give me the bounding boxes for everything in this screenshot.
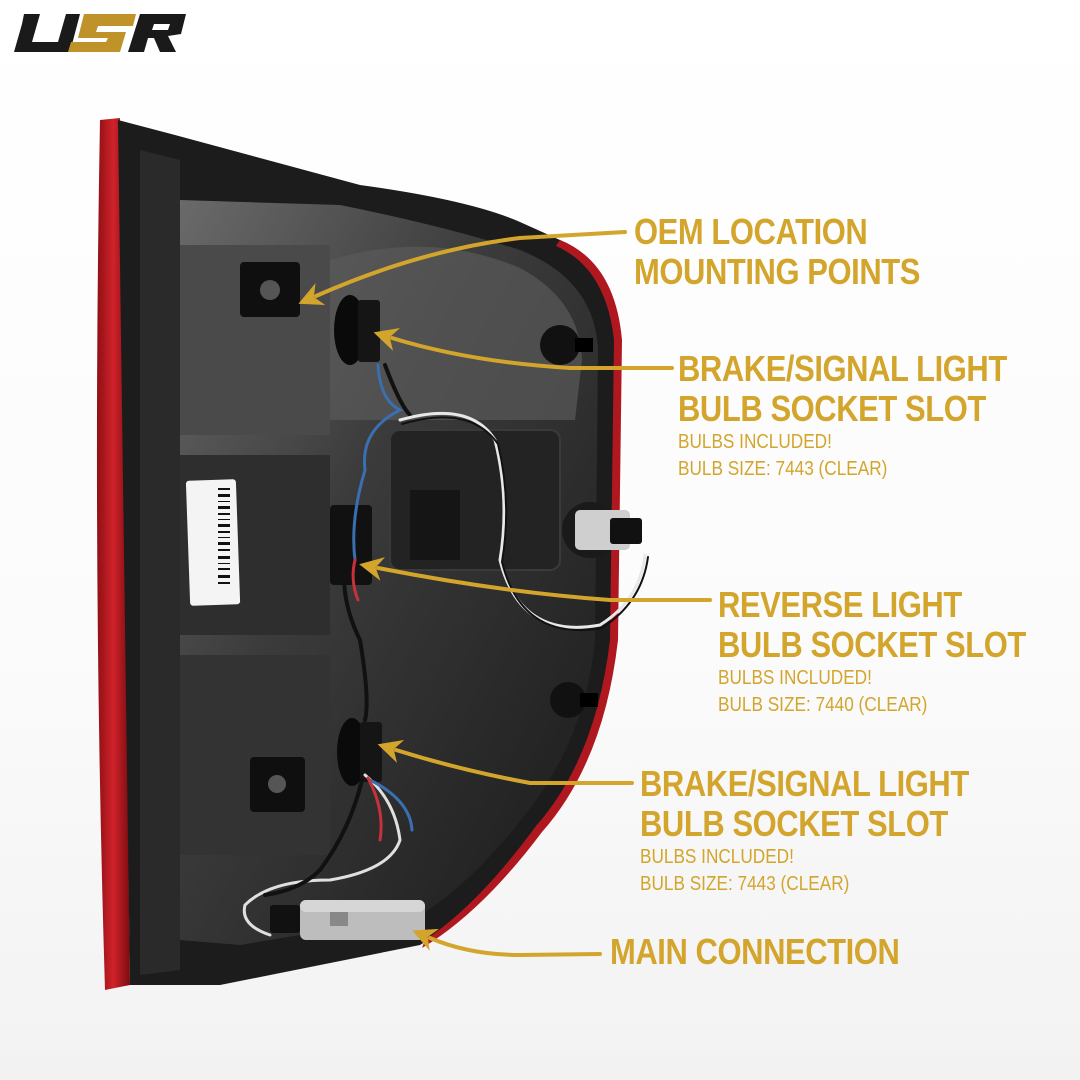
logo-letter-r	[128, 14, 186, 52]
wiring-harness	[242, 363, 649, 937]
callout-detail: BULBS INCLUDED!	[718, 667, 872, 689]
callout-lower-brake-signal-socket: BRAKE/SIGNAL LIGHT BULB SOCKET SLOT BULB…	[640, 764, 1022, 898]
lower-mount-point	[250, 757, 305, 812]
lower-bulb-socket	[337, 718, 382, 786]
callout-title: BULB SOCKET SLOT	[640, 803, 948, 844]
callout-title: MAIN CONNECTION	[610, 931, 900, 972]
main-connector	[270, 900, 425, 940]
callout-detail: BULB SIZE: 7443 (CLEAR)	[640, 873, 850, 895]
frame-left	[140, 150, 180, 975]
logo-letter-s	[68, 14, 136, 52]
callout-title: BULB SOCKET SLOT	[718, 624, 1026, 665]
callout-title: BULB SOCKET SLOT	[678, 388, 986, 429]
lower-bulb-chamber	[180, 655, 330, 855]
side-marker-socket	[562, 502, 642, 558]
middle-bulb-socket	[330, 505, 372, 585]
callout-upper-brake-signal-socket: BRAKE/SIGNAL LIGHT BULB SOCKET SLOT BULB…	[678, 349, 1060, 483]
upper-mount-point	[240, 262, 300, 317]
callout-title: BRAKE/SIGNAL LIGHT	[640, 763, 969, 804]
callout-oem-mounting-points: OEM LOCATION MOUNTING POINTS	[634, 212, 967, 292]
lower-stud	[550, 682, 598, 718]
callout-reverse-socket: REVERSE LIGHT BULB SOCKET SLOT BULBS INC…	[718, 585, 1076, 719]
barcode-label	[185, 479, 241, 606]
usr-logo	[14, 14, 186, 52]
callout-detail: BULBS INCLUDED!	[678, 431, 832, 453]
callout-title: MOUNTING POINTS	[634, 251, 920, 292]
upper-bulb-socket	[334, 295, 380, 365]
center-recess	[410, 490, 460, 560]
callout-title: BRAKE/SIGNAL LIGHT	[678, 348, 1007, 389]
callout-title: REVERSE LIGHT	[718, 584, 962, 625]
callout-title: OEM LOCATION	[634, 211, 868, 252]
callout-detail: BULB SIZE: 7443 (CLEAR)	[678, 458, 888, 480]
callout-detail: BULB SIZE: 7440 (CLEAR)	[718, 694, 928, 716]
callout-detail: BULBS INCLUDED!	[640, 846, 794, 868]
logo-letter-u	[14, 14, 80, 52]
callout-main-connection: MAIN CONNECTION	[610, 932, 947, 972]
logo-r-counter	[152, 24, 170, 30]
